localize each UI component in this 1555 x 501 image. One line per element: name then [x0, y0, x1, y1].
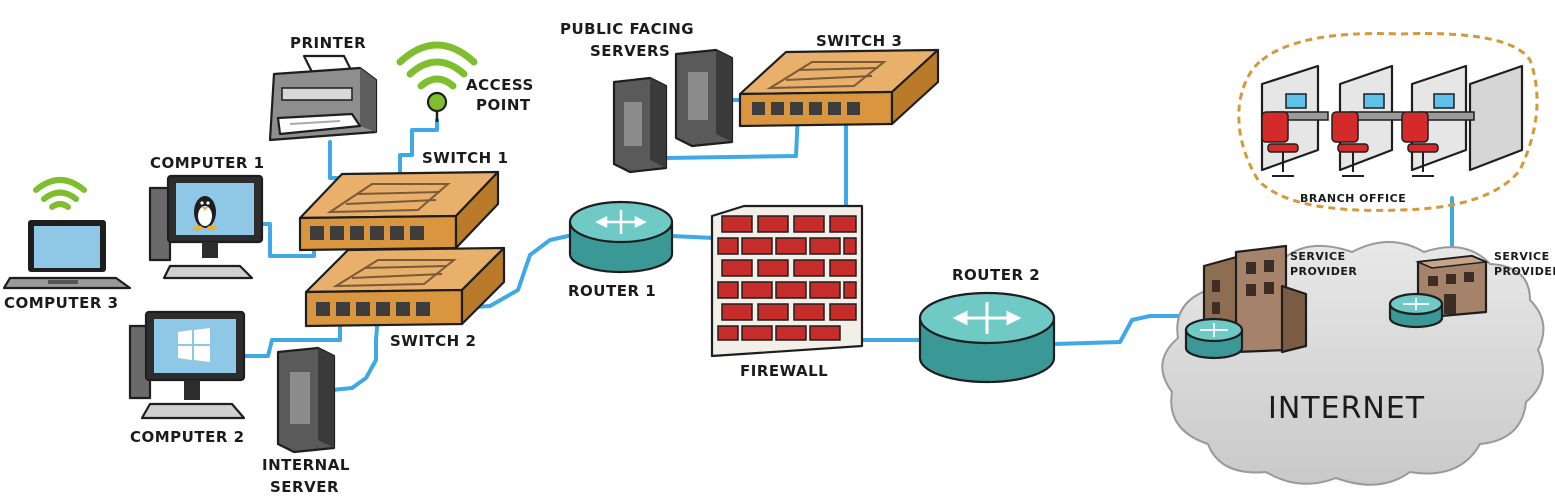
branch-office-label: BRANCH OFFICE	[1300, 192, 1406, 205]
firewall[interactable]	[710, 204, 864, 358]
cable-server-switch2	[330, 312, 380, 392]
switch-3-label: SWITCH 3	[816, 32, 902, 50]
service-provider-a[interactable]	[1184, 244, 1308, 360]
switch-2[interactable]	[304, 246, 506, 328]
public-servers-label-line2: SERVERS	[590, 42, 670, 60]
service-provider-b[interactable]	[1388, 254, 1489, 329]
labels: PRINTER ACCESS POINT PUBLIC FACING SERVE…	[4, 20, 1555, 496]
computer-2-label: COMPUTER 2	[130, 428, 245, 446]
switch-2-label: SWITCH 2	[390, 332, 476, 350]
monitor-icons	[1285, 93, 1455, 109]
printer-label: PRINTER	[290, 34, 366, 52]
wifi-icon	[33, 177, 87, 210]
branch-office-boundary	[1237, 32, 1539, 212]
wifi-icon	[396, 41, 478, 90]
branch-office[interactable]	[1237, 32, 1539, 212]
computer-1[interactable]	[148, 174, 264, 280]
windows-logo-icon	[178, 328, 210, 362]
cable-router2-sp	[1052, 314, 1192, 346]
internal-server[interactable]	[276, 346, 336, 454]
cable-servers-switch3	[664, 110, 800, 160]
service-provider-a-label-line1: SERVICE	[1290, 250, 1346, 263]
internet-label: INTERNET	[1268, 391, 1425, 426]
service-provider-a-label-line2: PROVIDER	[1290, 265, 1357, 278]
linux-penguin-icon	[193, 196, 217, 231]
access-point-label-line1: ACCESS	[466, 76, 534, 94]
public-servers-label-line1: PUBLIC FACING	[560, 20, 694, 38]
switch-1[interactable]	[298, 170, 500, 252]
office-chair-icons	[1261, 111, 1439, 153]
cable-computer2-switch2	[242, 310, 342, 358]
router-1-label: ROUTER 1	[568, 282, 656, 300]
access-point[interactable]	[396, 41, 478, 122]
router-1[interactable]	[568, 200, 674, 274]
cable-ap-switch1	[398, 118, 439, 224]
router-arrows-icon	[595, 210, 647, 234]
computer-2[interactable]	[128, 310, 246, 420]
access-point-label-line2: POINT	[476, 96, 531, 114]
computer-3-label: COMPUTER 3	[4, 294, 119, 312]
public-facing-servers[interactable]	[612, 48, 734, 174]
computer-3-laptop[interactable]	[2, 177, 132, 290]
cable-computer1-switch1	[260, 222, 316, 258]
firewall-label: FIREWALL	[740, 362, 828, 380]
service-provider-b-label-line1: SERVICE	[1494, 250, 1550, 263]
switch-1-label: SWITCH 1	[422, 149, 508, 167]
internal-server-label-line2: SERVER	[270, 478, 339, 496]
cable-router1-firewall	[670, 234, 716, 240]
router-arrows-icon	[952, 302, 1022, 334]
service-provider-b-label-line2: PROVIDER	[1494, 265, 1555, 278]
printer[interactable]	[268, 54, 378, 142]
switch-3[interactable]	[738, 48, 940, 128]
router-2[interactable]	[918, 291, 1056, 384]
internal-server-label-line1: INTERNAL	[262, 456, 350, 474]
router-2-label: ROUTER 2	[952, 266, 1040, 284]
computer-1-label: COMPUTER 1	[150, 154, 265, 172]
